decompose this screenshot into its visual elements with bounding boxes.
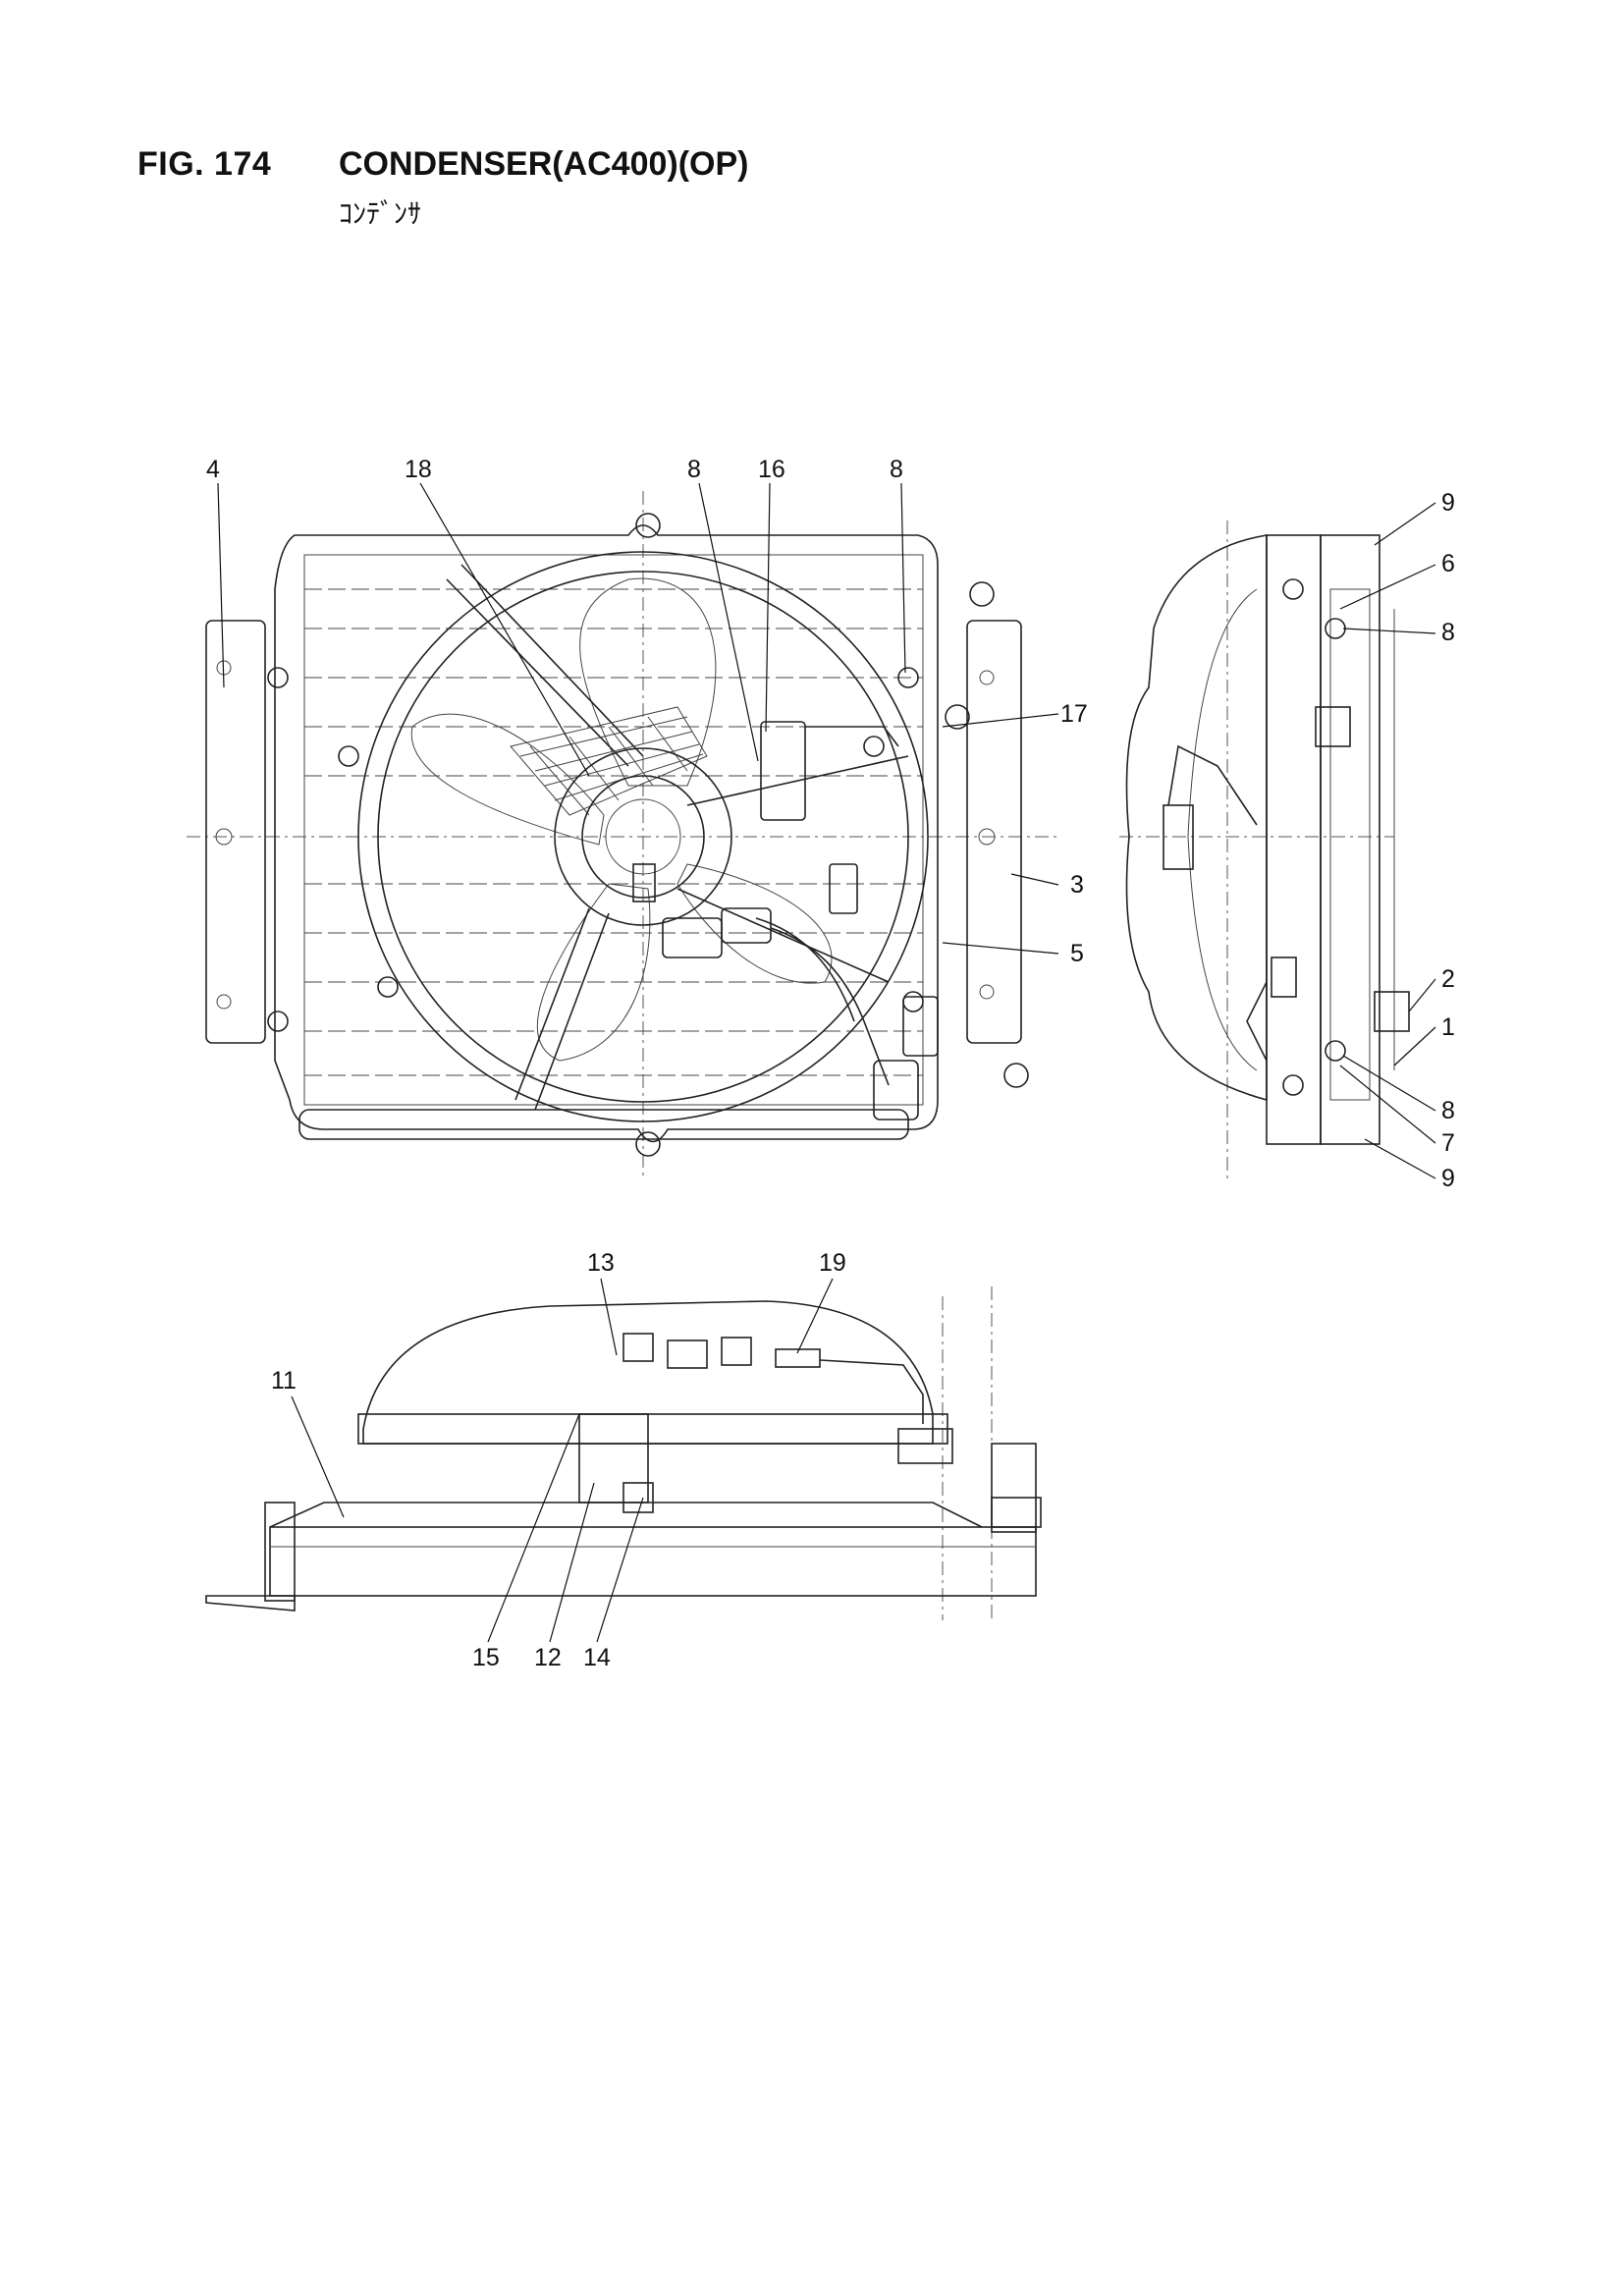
- fan-shroud: [357, 551, 929, 1122]
- callout-8-b: 8: [890, 456, 903, 483]
- callout-15: 15: [472, 1644, 500, 1671]
- side-frame: [1266, 534, 1322, 1145]
- callout-8-a: 8: [687, 456, 701, 483]
- callout-3: 3: [1070, 871, 1084, 899]
- figure-number: FIG. 174: [137, 145, 272, 183]
- top-core: [269, 1526, 1037, 1597]
- callout-labels: 4 18 8 16 8 17 3 5 9 6 8 2 1 8 7 9 13 19…: [206, 456, 1455, 1671]
- callout-2: 2: [1441, 965, 1455, 993]
- fan-guard-mesh: [510, 706, 708, 816]
- condenser-frame: [274, 524, 939, 1143]
- callout-9-top: 9: [1441, 489, 1455, 517]
- callout-8-c: 8: [1441, 619, 1455, 646]
- callout-7: 7: [1441, 1129, 1455, 1157]
- top-view: [205, 1286, 1042, 1620]
- front-view: [187, 491, 1060, 1178]
- callout-4: 4: [206, 456, 220, 483]
- callout-9-bottom: 9: [1441, 1165, 1455, 1192]
- callout-14: 14: [583, 1644, 611, 1671]
- right-bracket: [966, 620, 1022, 1044]
- figure-title: CONDENSER(AC400)(OP): [339, 145, 749, 183]
- callout-17: 17: [1060, 700, 1088, 728]
- callout-12: 12: [534, 1644, 562, 1671]
- callout-5: 5: [1070, 940, 1084, 967]
- side-shroud: [1125, 534, 1268, 1102]
- fan-motor: [554, 747, 732, 926]
- left-bracket: [205, 620, 266, 1044]
- callout-13: 13: [587, 1249, 615, 1277]
- callout-8-d: 8: [1441, 1097, 1455, 1124]
- fan-blades: [410, 577, 833, 1062]
- connector-16: [760, 721, 806, 821]
- side-view: [1119, 520, 1410, 1178]
- top-shroud: [362, 1300, 934, 1445]
- callout-6: 6: [1441, 550, 1455, 577]
- callout-1: 1: [1441, 1013, 1455, 1041]
- callout-11: 11: [271, 1367, 297, 1394]
- figure-subtitle: ｺﾝﾃﾞﾝｻ: [339, 197, 422, 230]
- callout-19: 19: [819, 1249, 846, 1277]
- callout-16: 16: [758, 456, 785, 483]
- callout-18: 18: [405, 456, 432, 483]
